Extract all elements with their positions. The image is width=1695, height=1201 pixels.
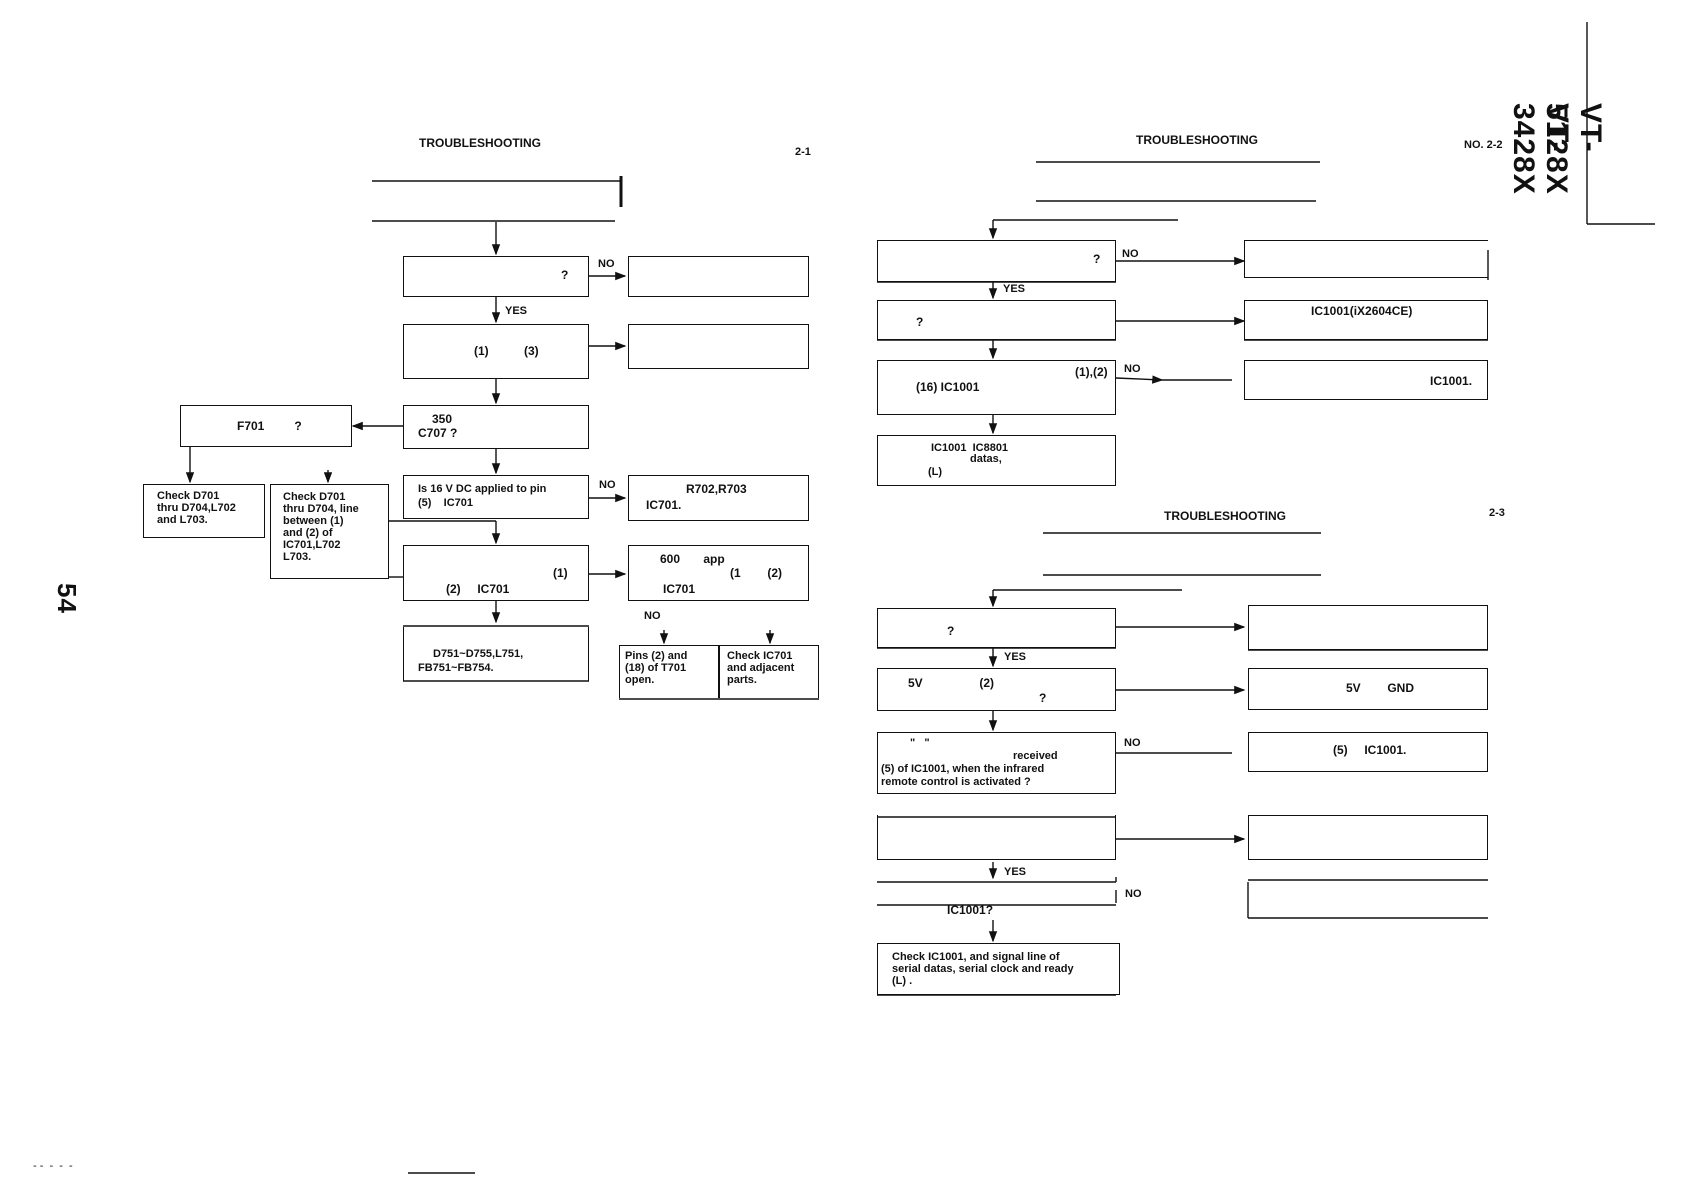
no-label-4: NO <box>599 479 616 491</box>
c3-question-box-3 <box>877 732 1116 794</box>
c2-yes-label-1: YES <box>1003 283 1026 295</box>
c3-final-check-text: Check IC1001, and signal line of serial … <box>892 951 1074 987</box>
c3-result-box-1 <box>1248 605 1488 650</box>
c2-no-label-1: NO <box>1122 248 1139 260</box>
question-5a: (1) <box>553 566 568 580</box>
c2-check-box <box>877 435 1116 486</box>
c2-question-3b: (16) IC1001 <box>916 380 980 394</box>
c2-result-3: IC1001. <box>1430 374 1473 388</box>
c3-result-box-4 <box>1248 815 1488 860</box>
chart-number-2-3: 2-3 <box>1489 507 1505 519</box>
c2-check-1: IC1001 IC8801 <box>931 442 1009 454</box>
chart-number-2-1: 2-1 <box>795 146 811 158</box>
chart-title-2-3: TROUBLESHOOTING <box>1164 509 1286 523</box>
result-box-4 <box>628 475 809 521</box>
no-label-5: NO <box>644 610 661 622</box>
question-box-1 <box>403 256 589 297</box>
c3-question-5: IC1001? <box>947 903 994 917</box>
c3-final-check-box <box>877 943 1120 995</box>
result-5b: (1 (2) <box>730 566 783 580</box>
fuse-question-text: F701 ? <box>237 419 302 433</box>
c3-question-3c: (5) of IC1001, when the infrared <box>881 763 1045 775</box>
action-d751-a: D751~D755,L751, <box>433 648 524 660</box>
question-box-5 <box>403 545 589 601</box>
c3-no-label-5: NO <box>1125 888 1142 900</box>
check-a-text: Check D701 thru D704,L702 and L703. <box>157 490 236 526</box>
question-2a: (1) <box>474 344 489 358</box>
c2-question-3a: (1),(2) <box>1075 365 1108 379</box>
c2-check-2: datas, <box>970 453 1002 465</box>
question-4a: Is 16 V DC applied to pin <box>418 483 547 495</box>
result-box-2 <box>628 324 809 369</box>
check-box-b <box>270 484 389 579</box>
c3-question-3d: remote control is activated ? <box>881 776 1031 788</box>
question-3b: C707 ? <box>418 426 458 440</box>
chart-title-2-2: TROUBLESHOOTING <box>1136 133 1258 147</box>
no-label-1: NO <box>598 258 615 270</box>
c3-result-box-2 <box>1248 668 1488 710</box>
c3-yes-label-4: YES <box>1004 866 1027 878</box>
action-d751-b: FB751~FB754. <box>418 662 494 674</box>
question-box-3 <box>403 405 589 449</box>
c3-question-box-2 <box>877 668 1116 711</box>
c2-check-3: (L) <box>928 466 943 478</box>
c2-result-box-3 <box>1244 360 1488 400</box>
c3-result-3: (5) IC1001. <box>1333 743 1407 757</box>
question-2b: (3) <box>524 344 539 358</box>
question-4b: (5) IC701 <box>418 497 474 509</box>
chart-title-2-1: TROUBLESHOOTING <box>419 136 541 150</box>
c2-question-2: ? <box>916 315 924 329</box>
c2-question-box-1 <box>877 240 1116 282</box>
c3-question-box-1 <box>877 608 1116 648</box>
footer-dashes: - - - - - <box>33 1160 73 1172</box>
c3-question-2a: 5V (2) <box>908 676 995 690</box>
result-5c: IC701 <box>663 582 696 596</box>
result-4a: R702,R703 <box>686 482 747 496</box>
model-label-b: VT-5128X <box>1540 103 1607 195</box>
c3-result-2: 5V GND <box>1346 681 1415 695</box>
c3-yes-label-1: YES <box>1004 651 1027 663</box>
result-5a: 600 app <box>660 552 725 566</box>
question-3a: 350 <box>432 412 453 426</box>
action-box-d751 <box>403 627 589 681</box>
chart-number-2-2: NO. 2-2 <box>1464 139 1503 151</box>
c2-result-box-2 <box>1244 300 1488 340</box>
result-box-5 <box>628 545 809 601</box>
c2-question-1: ? <box>1093 252 1101 266</box>
question-box-4 <box>403 475 589 519</box>
result-box-1 <box>628 256 809 297</box>
c3-question-2b: ? <box>1039 691 1047 705</box>
c2-result-2: IC1001(iX2604CE) <box>1311 304 1413 318</box>
yes-label-1: YES <box>505 305 528 317</box>
c3-question-1: ? <box>947 624 955 638</box>
check-b-text: Check D701 thru D704, line between (1) a… <box>283 491 359 563</box>
c3-question-box-4 <box>877 815 1116 860</box>
c3-no-label-3: NO <box>1124 737 1141 749</box>
c3-result-box-3 <box>1248 732 1488 772</box>
pins-text: Pins (2) and (18) of T701 open. <box>625 650 688 686</box>
c2-question-box-2 <box>877 300 1116 340</box>
check-ic701-text: Check IC701 and adjacent parts. <box>727 650 795 686</box>
question-box-2 <box>403 324 589 379</box>
fuse-question-box <box>180 405 352 447</box>
pins-box <box>619 645 719 698</box>
c3-question-3a: " " <box>910 737 930 749</box>
question-1-text: ? <box>561 268 569 282</box>
question-5b: (2) IC701 <box>446 582 510 596</box>
c2-no-label-3: NO <box>1124 363 1141 375</box>
check-ic701-box <box>719 645 819 698</box>
result-4b: IC701. <box>646 498 682 512</box>
page-number: 54 <box>52 583 82 614</box>
c3-question-3b: received <box>1013 750 1058 762</box>
c2-result-box-1 <box>1244 240 1488 278</box>
c2-question-box-3 <box>877 360 1116 415</box>
check-box-a <box>143 484 265 538</box>
